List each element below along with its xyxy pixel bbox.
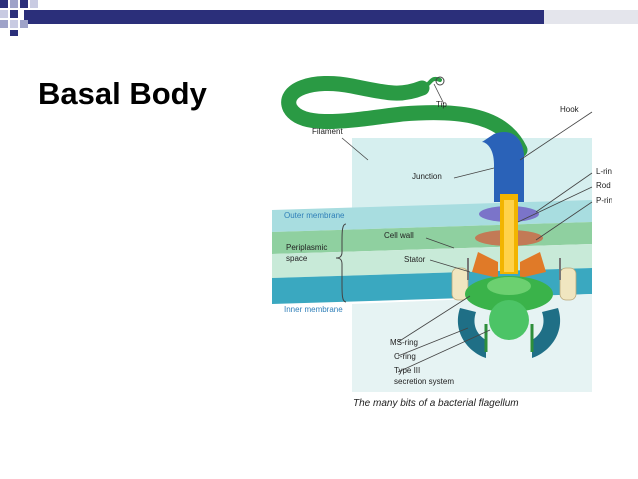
header-square xyxy=(10,20,18,28)
label-type3: Type III xyxy=(394,366,420,375)
slide-title: Basal Body xyxy=(38,76,207,111)
figure-caption: The many bits of a bacterial flagellum xyxy=(353,398,519,409)
header-square xyxy=(20,20,28,28)
header-square xyxy=(10,10,18,18)
header-dark-band xyxy=(24,10,544,24)
stator-arm-left xyxy=(472,252,498,278)
stator-left xyxy=(451,267,469,301)
rod-core xyxy=(504,200,514,272)
header-square xyxy=(10,0,18,8)
header-square xyxy=(10,30,18,36)
header-square xyxy=(0,10,8,18)
ms-ring-top xyxy=(487,277,531,295)
header-square xyxy=(20,0,28,8)
periplasm-bracket xyxy=(335,223,347,303)
filament-shape xyxy=(281,75,528,158)
label-l-ring: L-ring xyxy=(596,167,612,176)
label-periplasmic-space: space xyxy=(286,254,308,263)
header-square xyxy=(0,0,8,8)
label-periplasmic: Periplasmic xyxy=(286,243,327,252)
leader-lines xyxy=(341,83,593,373)
flagellum-diagram: Tip Hook Filament Junction L-ring Rod P-… xyxy=(272,75,612,392)
stator-arm-right xyxy=(520,252,546,278)
stator-right xyxy=(559,267,577,301)
label-p-ring: P-ring xyxy=(596,196,612,205)
label-type3-secretion: secretion system xyxy=(394,377,454,386)
label-stator: Stator xyxy=(404,255,426,264)
label-outer-membrane: Outer membrane xyxy=(284,211,345,220)
label-ms-ring: MS-ring xyxy=(390,338,418,347)
filament-tip-shape xyxy=(420,77,442,90)
header-square xyxy=(0,20,8,28)
type3-struts xyxy=(484,324,534,352)
stator-posts xyxy=(467,258,561,280)
slide-header-bar xyxy=(0,0,638,36)
header-square xyxy=(30,0,38,8)
label-tip: Tip xyxy=(436,100,447,109)
label-cell-wall: Cell wall xyxy=(384,231,414,240)
label-hook: Hook xyxy=(560,105,580,114)
tip-marker xyxy=(435,76,445,86)
label-rod: Rod xyxy=(596,181,611,190)
label-junction: Junction xyxy=(412,172,442,181)
c-ring-left xyxy=(457,308,486,358)
type3-secretion-shape xyxy=(489,300,529,340)
label-c-ring: C-ring xyxy=(394,352,416,361)
label-inner-membrane: Inner membrane xyxy=(284,305,343,314)
c-ring-right xyxy=(532,308,561,358)
hook-shape xyxy=(482,132,524,202)
label-filament: Filament xyxy=(312,127,343,136)
